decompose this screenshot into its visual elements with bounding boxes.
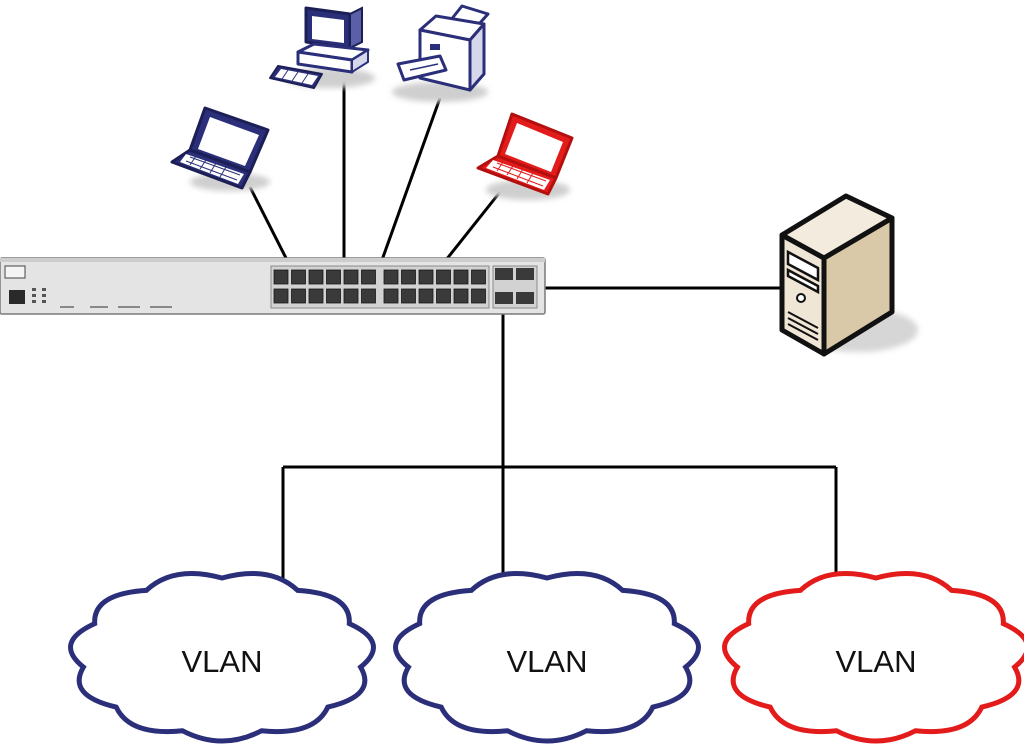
switch-port [291, 269, 306, 285]
switch-port [343, 288, 359, 304]
switch-port [401, 288, 416, 304]
switch-port [383, 288, 399, 304]
switch-port [361, 269, 376, 285]
vlan-cloud-left: VLAN [68, 571, 376, 744]
switch-ports [273, 269, 486, 304]
switch-port [308, 288, 324, 304]
laptop-icon-red [476, 112, 574, 200]
switch-port [436, 288, 451, 304]
vlan-label-right: VLAN [836, 644, 917, 679]
link-red-laptop-switch [444, 191, 502, 261]
switch-port [291, 288, 306, 304]
switch-port [471, 288, 486, 304]
switch-port [401, 269, 416, 285]
network-switch-icon [0, 257, 546, 315]
printer-icon [392, 4, 490, 102]
switch-port [453, 269, 469, 285]
link-printer-switch [380, 97, 442, 261]
switch-port [273, 269, 289, 285]
switch-port [326, 269, 341, 285]
server-icon [779, 193, 918, 357]
switch-port [383, 269, 399, 285]
connection-lines [248, 78, 838, 578]
link-laptop-switch [248, 186, 289, 261]
switch-port [343, 269, 359, 285]
vlan-cloud-right: VLAN [722, 571, 1024, 744]
switch-port [471, 269, 486, 285]
switch-port [453, 288, 469, 304]
vlan-cloud-middle: VLAN [393, 571, 701, 744]
switch-port [418, 288, 434, 304]
vlan-label-left: VLAN [182, 644, 263, 679]
switch-port [326, 288, 341, 304]
switch-port [418, 269, 434, 285]
switch-port [273, 288, 289, 304]
desktop-computer-icon [269, 6, 375, 89]
vlan-label-middle: VLAN [507, 644, 588, 679]
switch-port [436, 269, 451, 285]
switch-port [308, 269, 324, 285]
switch-port [361, 288, 376, 304]
laptop-icon [170, 106, 270, 191]
